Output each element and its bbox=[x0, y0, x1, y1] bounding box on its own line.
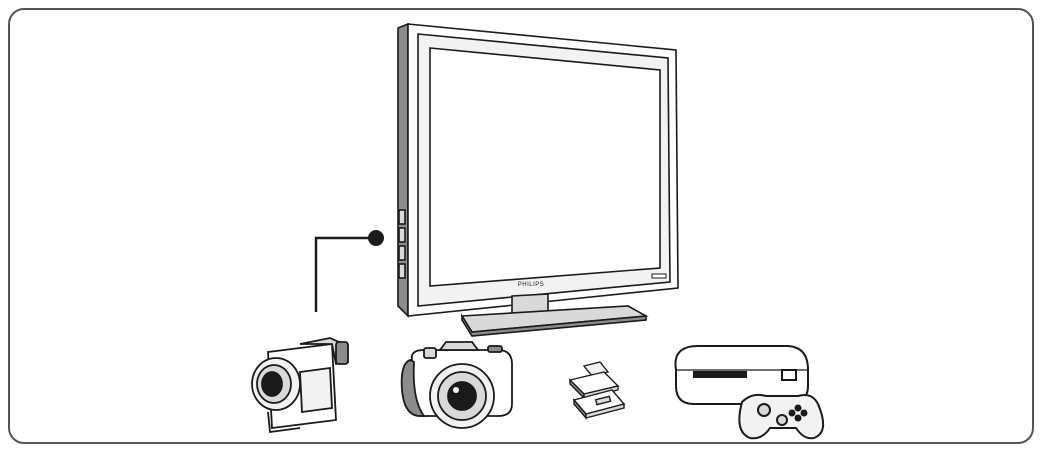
side-connector-dot bbox=[368, 230, 384, 246]
camcorder-icon bbox=[252, 338, 348, 432]
memory-card-icon bbox=[570, 362, 624, 418]
connection-cable bbox=[316, 238, 376, 312]
camera-icon bbox=[402, 342, 512, 428]
tv-brand-label: PHILIPS bbox=[518, 282, 545, 288]
game-console-icon bbox=[675, 346, 823, 438]
tv-icon bbox=[398, 24, 678, 336]
